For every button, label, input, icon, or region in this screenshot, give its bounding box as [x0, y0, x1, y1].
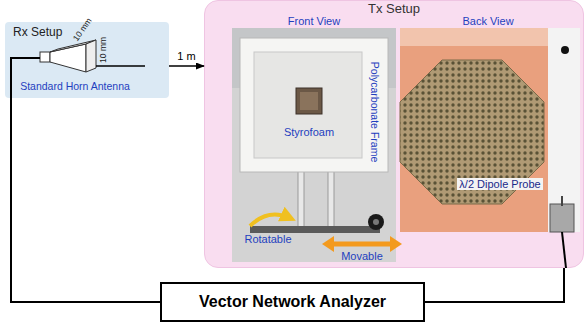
range-line	[96, 65, 145, 67]
part-label: Standard Horn Antenna	[20, 80, 130, 92]
distance-label: 1 m	[175, 50, 197, 63]
part-label: Styrofoam	[284, 126, 334, 139]
action-label: Movable	[341, 250, 383, 263]
feed-cable	[11, 58, 40, 98]
back-view-photo	[400, 28, 580, 232]
node-heading: Vector Network Analyzer	[199, 293, 386, 311]
cable-line	[11, 98, 160, 302]
horn-antenna	[40, 40, 96, 72]
probe-cable	[562, 232, 566, 268]
part-label: λ/2 Dipole Probe	[457, 178, 542, 191]
instrument-box: Vector Network Analyzer	[160, 282, 425, 322]
view-label: Front View	[288, 15, 340, 28]
node-heading: Tx Setup	[205, 1, 583, 16]
rotate-arrow	[250, 214, 290, 226]
view-label: Back View	[462, 15, 513, 28]
move-arrow	[322, 236, 402, 252]
front-view-photo	[232, 28, 396, 262]
dimension-label: 10 mm	[99, 37, 109, 63]
range-arrow	[169, 65, 204, 67]
cable-line	[425, 268, 564, 302]
part-label: Polycarbonate Frame	[369, 62, 381, 162]
action-label: Rotatable	[244, 233, 291, 246]
